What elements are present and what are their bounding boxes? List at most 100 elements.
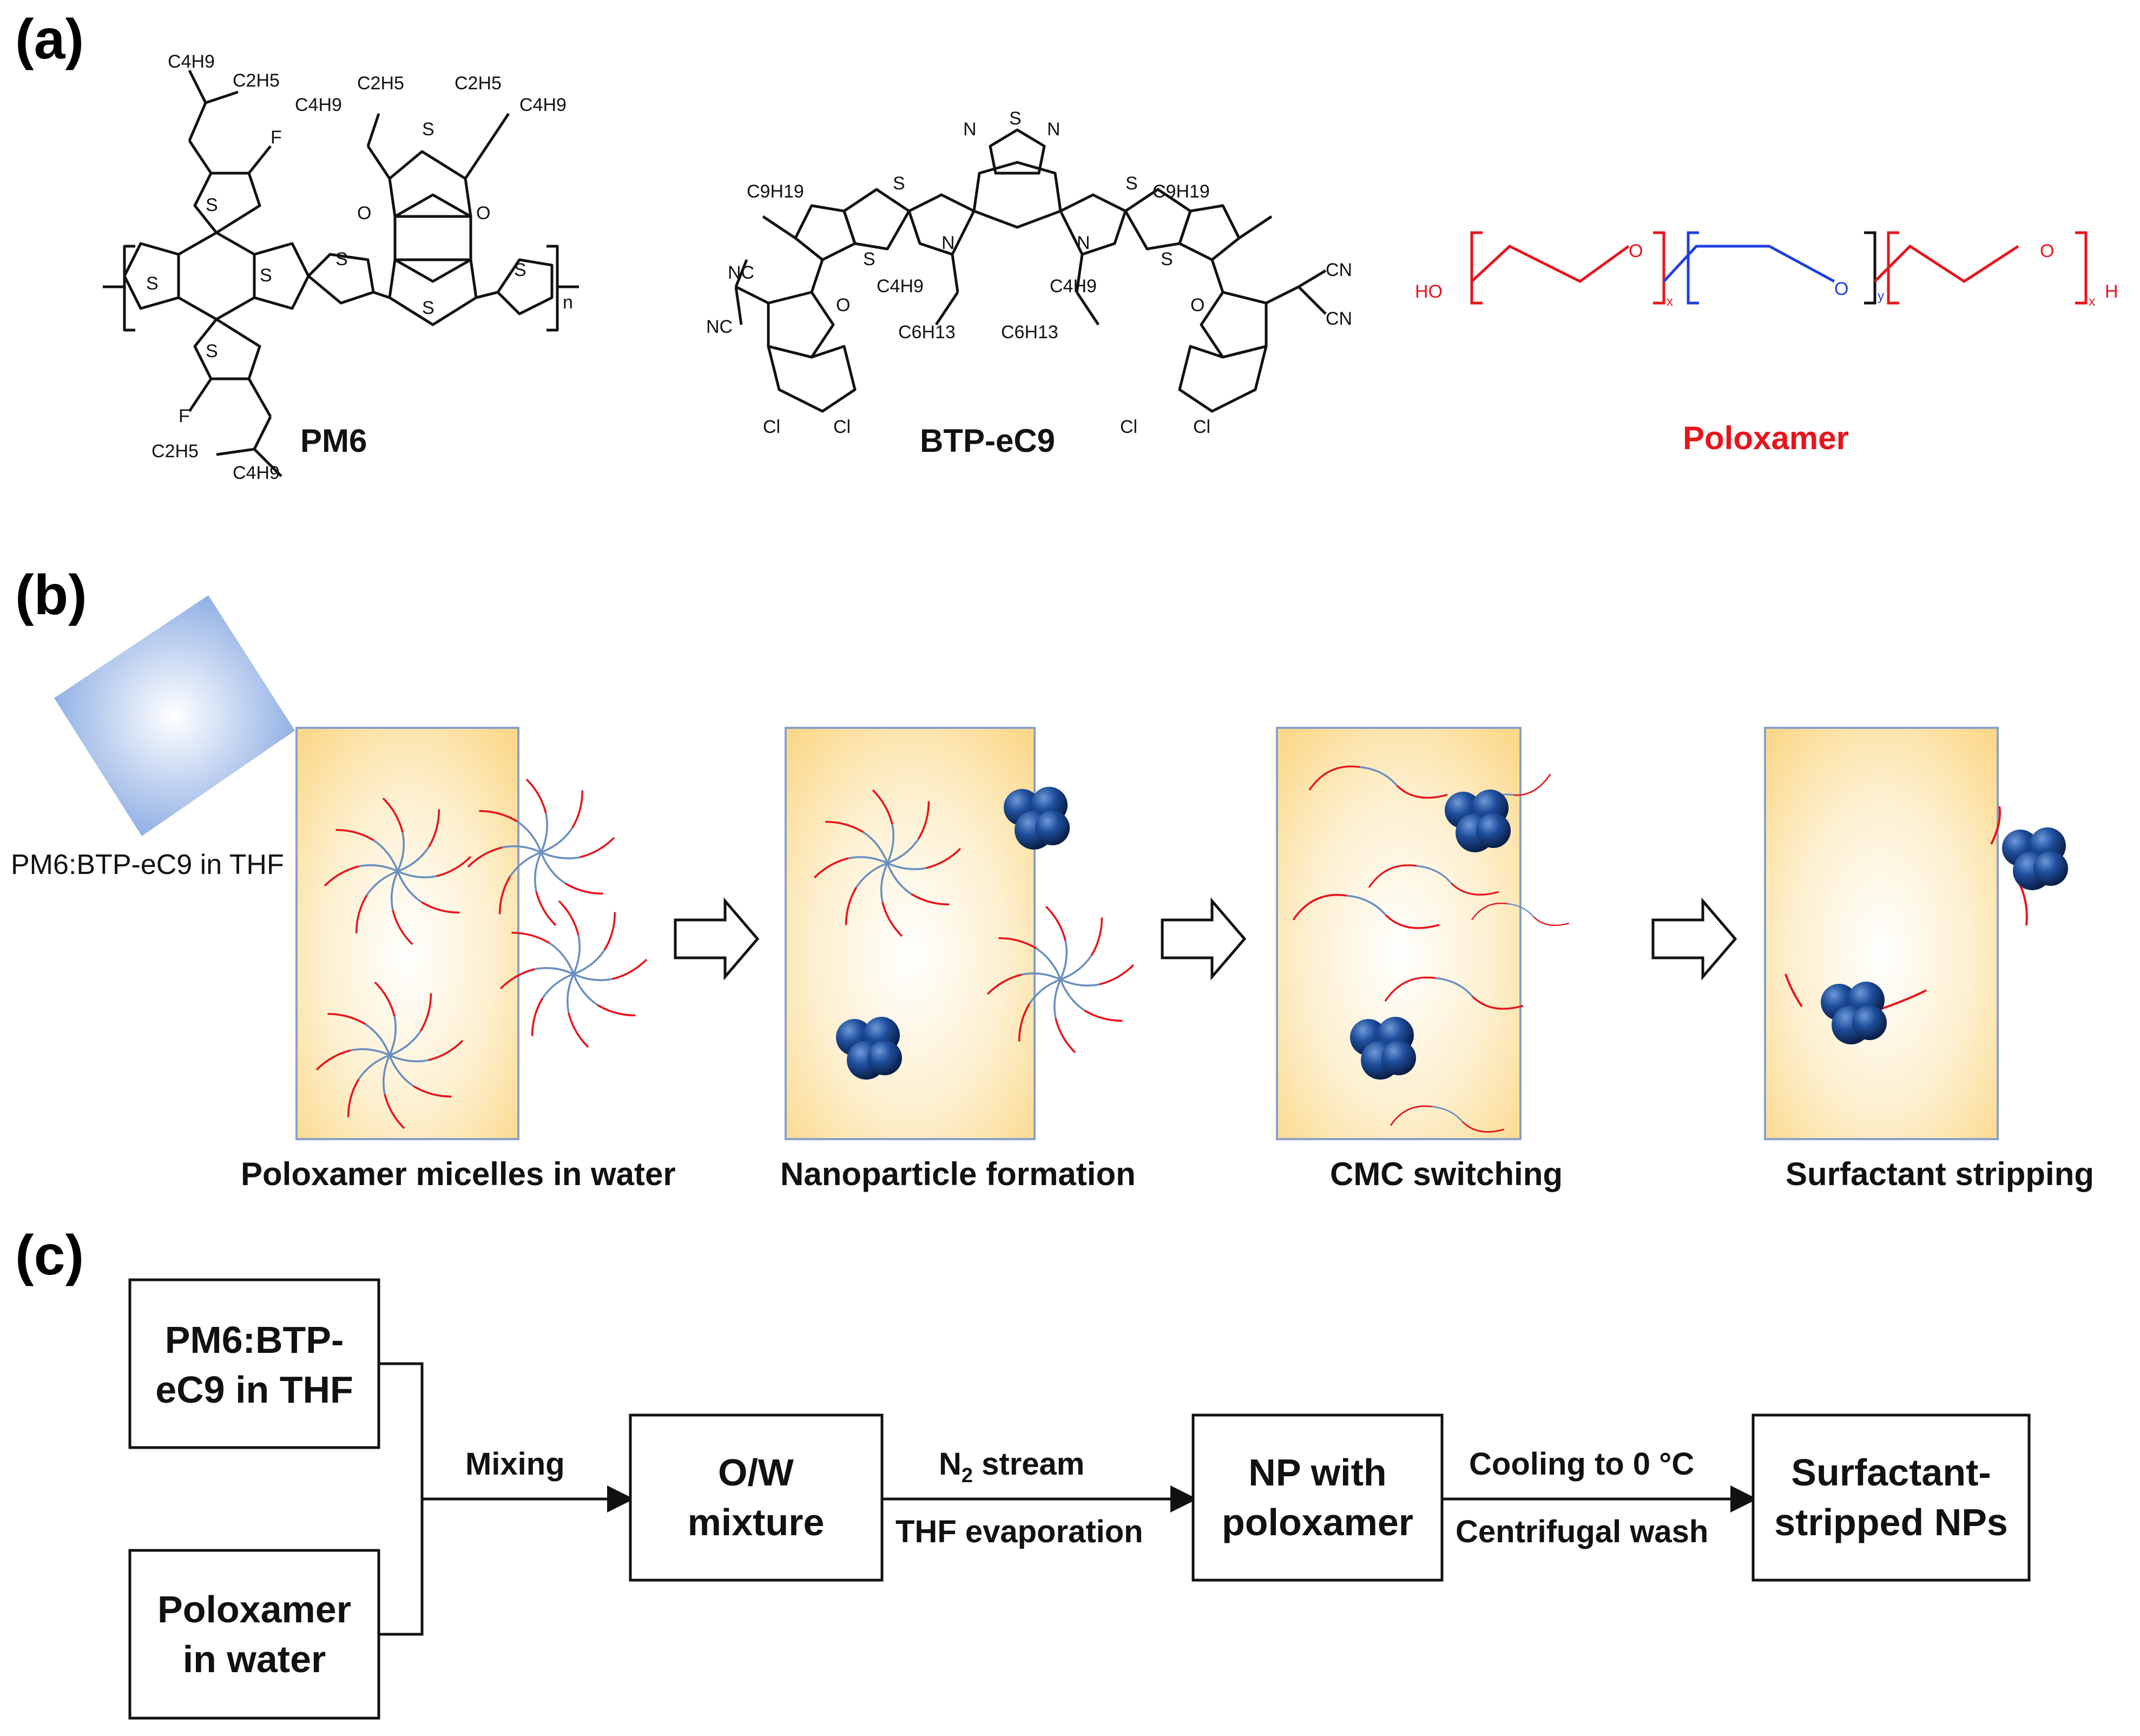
btp-atom-n: N — [1077, 233, 1090, 253]
btp-atom-n: N — [1047, 119, 1061, 140]
stage-box-micelles — [295, 727, 519, 1140]
flow-box-poloxamer-water — [128, 1549, 380, 1720]
btp-atom-cl: Cl — [763, 417, 780, 437]
flow-box-ow-mixture — [629, 1413, 884, 1582]
pm6-atom-o: O — [476, 203, 490, 223]
btp-atom-o: O — [836, 295, 850, 315]
btp-atom-n: N — [963, 119, 977, 140]
step-n2-base: N — [939, 1446, 962, 1482]
panel-c-label: (c) — [15, 1224, 84, 1287]
pm6-structure — [103, 69, 579, 477]
step-n2-rest: stream — [973, 1446, 1084, 1482]
step-label-n2-stream: N2 stream — [939, 1446, 1084, 1487]
btp-atom-n: N — [941, 233, 955, 253]
btp-cyano: NC — [706, 317, 733, 337]
btp-atom-s: S — [893, 173, 905, 194]
pm6-name: PM6 — [300, 423, 367, 459]
poloxamer-name: Poloxamer — [1683, 420, 1849, 456]
pm6-atom-s: S — [206, 341, 218, 361]
btp-ec9-name: BTP-eC9 — [920, 423, 1055, 459]
flow-box-thf-line2: eC9 in THF — [155, 1369, 353, 1411]
step-label-wash: Centrifugal wash — [1456, 1514, 1708, 1549]
pm6-atom-f: F — [179, 406, 190, 426]
merge-connector — [379, 1362, 424, 1636]
pm6-alkyl: C4H9 — [233, 463, 280, 483]
pm6-atom-s: S — [335, 249, 348, 269]
poloxamer-end-ho: HO — [1415, 281, 1443, 302]
flow-box-ow-line2: mixture — [688, 1501, 825, 1543]
pm6-repeat-n: n — [563, 292, 573, 313]
btp-alkyl: C6H13 — [898, 322, 956, 343]
flow-box-np-line1: NP with — [1248, 1451, 1386, 1494]
flow-box-stripped-line1: Surfactant- — [1791, 1451, 1991, 1494]
pm6-atom-s: S — [206, 195, 218, 215]
pm6-alkyl: C4H9 — [295, 95, 342, 115]
btp-ec9-structure — [734, 128, 1327, 413]
poloxamer-sub-x: x — [1667, 294, 1673, 309]
thf-solution-label: PM6:BTP-eC9 in THF — [11, 849, 284, 880]
btp-atom-s: S — [1125, 173, 1138, 194]
flow-box-thf-line1: PM6:BTP- — [165, 1319, 344, 1361]
poloxamer-sub-y: y — [1878, 289, 1884, 304]
btp-cyano: CN — [1326, 308, 1352, 329]
process-arrow — [1161, 897, 1247, 981]
btp-atom-o: O — [1190, 295, 1204, 315]
btp-atom-cl: Cl — [833, 417, 851, 437]
step-n2-sub: 2 — [962, 1464, 973, 1487]
step-label-cooling: Cooling to 0 °C — [1469, 1446, 1694, 1482]
btp-ec9-labels: S N N S S S S N N C9H19 C9H19 C4H9 C4H9 … — [706, 108, 1352, 459]
stage-caption: Surfactant stripping — [1786, 1156, 2094, 1192]
process-arrow — [674, 897, 760, 981]
stage-caption: CMC switching — [1330, 1156, 1563, 1192]
poloxamer-o: O — [2040, 241, 2054, 261]
micelle — [501, 901, 647, 1047]
pm6-alkyl: C2H5 — [152, 441, 199, 462]
flow-box-thf-solution — [128, 1278, 380, 1449]
poloxamer-labels: HO O x O y O x H Poloxamer — [1415, 241, 2118, 456]
pm6-alkyl: C4H9 — [519, 95, 567, 115]
pm6-alkyl: C2H5 — [357, 73, 404, 94]
flow-box-water-line1: Poloxamer — [157, 1588, 351, 1630]
flow-box-stripped-nps — [1751, 1413, 2031, 1582]
nanoparticle-cluster — [2002, 827, 2068, 890]
panel-a-label: (a) — [15, 8, 84, 71]
stage-box-stripped — [1764, 727, 1999, 1140]
poloxamer-sub-x: x — [2089, 294, 2095, 309]
step-label-mixing: Mixing — [465, 1446, 565, 1482]
pm6-alkyl: C2H5 — [233, 70, 280, 91]
stage-caption: Poloxamer micelles in water — [241, 1156, 676, 1192]
btp-atom-cl: Cl — [1193, 417, 1210, 437]
pm6-atom-s: S — [146, 273, 159, 294]
pm6-alkyl: C4H9 — [168, 51, 215, 72]
btp-atom-cl: Cl — [1120, 417, 1137, 437]
poloxamer-o: O — [1629, 241, 1643, 261]
btp-cyano: NC — [728, 262, 754, 283]
process-arrow — [1651, 897, 1737, 981]
btp-atom-s: S — [863, 249, 875, 269]
pm6-labels: S S S S S S S S F F O O n C4H9 C2H5 C4H9… — [146, 51, 573, 483]
thf-solution-square — [54, 595, 295, 836]
poloxamer-end-h: H — [2105, 281, 2118, 302]
stage-caption: Nanoparticle formation — [780, 1156, 1136, 1192]
pm6-atom-s: S — [260, 265, 272, 286]
flow-box-ow-line1: O/W — [718, 1451, 794, 1494]
btp-alkyl: C4H9 — [1050, 276, 1097, 297]
btp-alkyl: C9H19 — [1153, 181, 1210, 202]
pm6-atom-f: F — [271, 127, 282, 148]
flow-box-water-line2: in water — [183, 1638, 326, 1680]
btp-cyano: CN — [1326, 260, 1352, 280]
btp-alkyl: C4H9 — [877, 276, 924, 297]
flow-box-np-line2: poloxamer — [1222, 1501, 1413, 1543]
btp-atom-s: S — [1161, 249, 1173, 269]
stage-box-cmc-switching — [1276, 727, 1522, 1140]
flow-box-np-poloxamer — [1191, 1413, 1444, 1582]
pm6-atom-o: O — [357, 203, 371, 223]
step-label-evaporation: THF evaporation — [895, 1514, 1143, 1549]
pm6-atom-s: S — [422, 298, 434, 318]
flow-box-stripped-line2: stripped NPs — [1774, 1501, 2008, 1543]
btp-atom-s: S — [1009, 108, 1022, 129]
pm6-atom-s: S — [422, 119, 434, 140]
poloxamer-structure — [1470, 231, 2088, 305]
btp-alkyl: C9H19 — [747, 181, 804, 202]
